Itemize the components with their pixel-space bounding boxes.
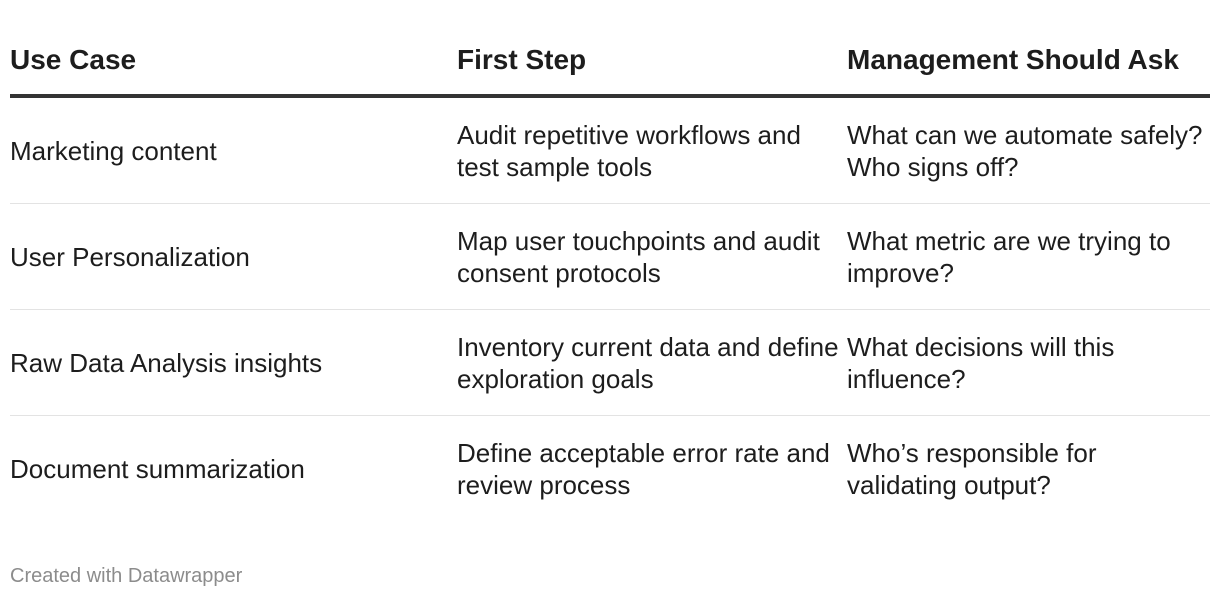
table-header-row: Use Case First Step Management Should As… [10,36,1210,98]
first-step-cell: Map user touchpoints and audit consent p… [457,225,820,288]
data-table: Use Case First Step Management Should As… [10,36,1210,522]
use-case-cell: Marketing content [10,135,217,166]
footer-credit: Created with Datawrapper [10,565,243,587]
table-row: Document summarization Define acceptable… [10,416,1210,522]
column-header-first-step: First Step [457,44,587,75]
table-row: Marketing content Audit repetitive workf… [10,98,1210,204]
management-question-cell: What decisions will this influence? [847,331,1115,394]
management-question-cell: Who’s responsible for validating output? [847,438,1097,500]
column-header-management-should-ask: Management Should Ask [847,44,1179,75]
management-question-cell: What metric are we trying to improve? [847,225,1171,288]
first-step-cell: Audit repetitive workflows and test samp… [457,119,801,182]
column-header-use-case: Use Case [10,44,137,75]
table-row: Raw Data Analysis insights Inventory cur… [10,310,1210,416]
use-case-cell: Document summarization [10,454,305,484]
first-step-cell: Define acceptable error rate and review … [457,438,830,500]
management-question-cell: What can we automate safely? Who signs o… [847,119,1203,182]
use-case-cell: User Personalization [10,241,250,272]
table-row: User Personalization Map user touchpoint… [10,204,1210,310]
use-case-cell: Raw Data Analysis insights [10,347,323,378]
first-step-cell: Inventory current data and define explor… [457,331,839,394]
